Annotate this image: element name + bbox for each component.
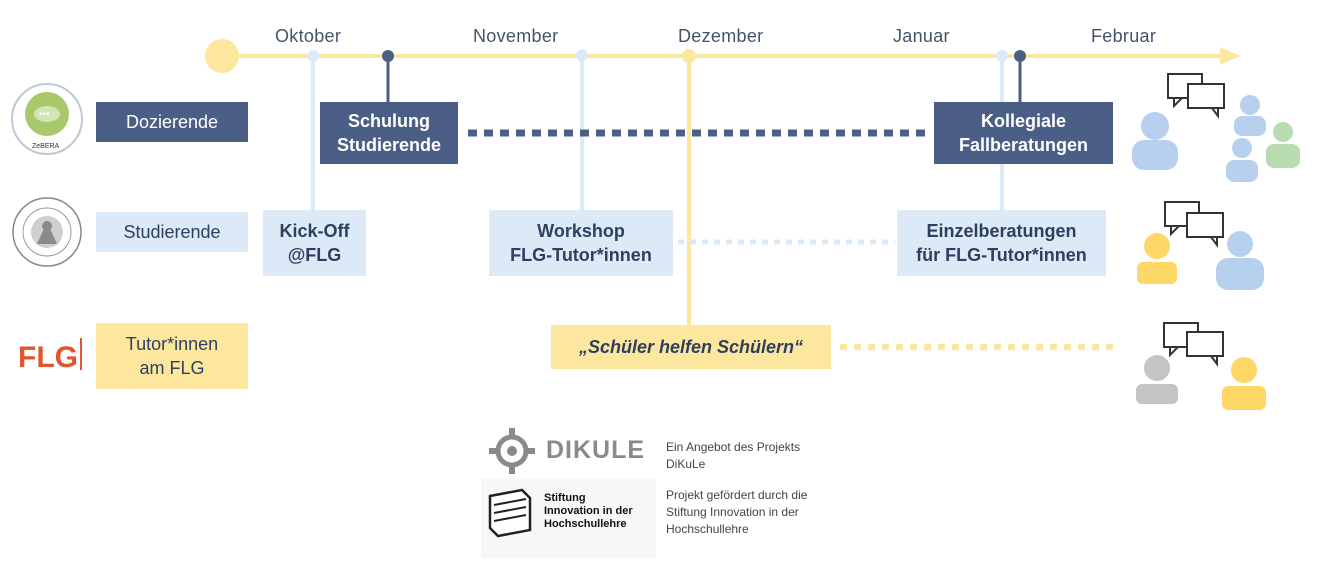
event-kickoff: Kick-Off @FLG [263, 210, 366, 276]
stiftung-description-line1: Projekt gefördert durch die [666, 488, 808, 502]
row-label-tutorinnen-line1: Tutor*innen [125, 334, 219, 354]
person-icon-gray [1136, 355, 1178, 404]
event-schulung-line2: Studierende [336, 135, 442, 155]
flg-logo: FLG [18, 338, 82, 374]
event-kollegiale-fallberatungen: Kollegiale Fallberatungen [934, 102, 1113, 164]
marker-einzel [996, 50, 1008, 62]
event-schueler-text: „Schüler helfen Schülern“ [578, 337, 804, 357]
marker-kollegiale [1014, 50, 1026, 62]
dikule-description-line2: DiKuLe [666, 457, 706, 471]
person-icon-blue-large [1132, 112, 1178, 170]
event-einzelberatungen: Einzelberatungen für FLG-Tutor*innen [897, 210, 1106, 276]
month-dezember: Dezember [678, 26, 764, 46]
person-icon-yellow-row3 [1222, 357, 1266, 410]
stiftung-logo-text: Stiftung Innovation in der Hochschullehr… [544, 492, 633, 531]
dikule-logo-text: DIKULE [546, 436, 646, 464]
stiftung-description-line2: Stiftung Innovation in der [666, 505, 799, 519]
month-oktober: Oktober [275, 26, 342, 46]
dikule-gear-icon [489, 428, 535, 474]
timeline-arrowhead [1220, 47, 1240, 65]
event-kickoff-line2: @FLG [287, 245, 342, 265]
svg-text:FLG: FLG [18, 341, 78, 374]
marker-schulung [382, 50, 394, 62]
chat-bubbles-icon-3 [1163, 322, 1224, 367]
month-februar: Februar [1091, 26, 1157, 46]
event-kickoff-line1: Kick-Off [279, 221, 350, 241]
chat-bubbles-icon-2 [1164, 201, 1224, 248]
event-workshop-line2: FLG-Tutor*innen [510, 245, 652, 265]
person-icon-green [1266, 122, 1300, 168]
chat-bubbles-icon [1167, 73, 1225, 119]
stiftung-description-line3: Hochschullehre [666, 522, 749, 536]
month-januar: Januar [893, 26, 950, 46]
person-icon-blue-small [1234, 95, 1266, 136]
timeline-start-dot [205, 39, 239, 73]
row-label-studierende: Studierende [96, 212, 248, 252]
stiftung-logo-line1: Stiftung [544, 492, 586, 504]
event-schueler-helfen-schuelern: „Schüler helfen Schülern“ [551, 325, 831, 369]
event-einzel-line1: Einzelberatungen [926, 221, 1077, 241]
person-icon-yellow [1137, 233, 1177, 284]
marker-kickoff [307, 50, 319, 62]
event-workshop: Workshop FLG-Tutor*innen [489, 210, 673, 276]
marker-schueler [682, 49, 696, 63]
marker-workshop [576, 49, 588, 61]
event-schulung-line1: Schulung [348, 111, 430, 131]
event-kollegiale-line1: Kollegiale [980, 111, 1067, 131]
event-schulung: Schulung Studierende [320, 102, 458, 164]
event-einzel-line2: für FLG-Tutor*innen [916, 245, 1087, 265]
dikule-description-line1: Ein Angebot des Projekts [666, 440, 801, 454]
row-label-studierende-text: Studierende [123, 222, 221, 242]
person-icon-blue-row2 [1216, 231, 1264, 290]
row-label-dozierende: Dozierende [96, 102, 248, 142]
row-label-tutorinnen: Tutor*innen am FLG [96, 323, 248, 389]
row-label-tutorinnen-line2: am FLG [139, 358, 205, 378]
stiftung-logo-line2: Innovation in der [544, 505, 633, 517]
person-icon-blue-small-2 [1226, 138, 1258, 182]
month-november: November [473, 26, 559, 46]
svg-text:ZeBERA: ZeBERA [32, 143, 60, 150]
svg-text:•••: ••• [39, 109, 50, 120]
stiftung-description: Projekt gefördert durch die Stiftung Inn… [666, 487, 807, 538]
stiftung-logo-line3: Hochschullehre [544, 518, 627, 530]
event-kollegiale-line2: Fallberatungen [958, 135, 1088, 155]
stiftung-logo-icon [481, 478, 656, 558]
university-seal [12, 197, 82, 267]
dikule-description: Ein Angebot des Projekts DiKuLe [666, 439, 800, 473]
zebera-logo: ••• ZeBERA [11, 83, 83, 155]
row-label-dozierende-text: Dozierende [125, 112, 219, 132]
event-workshop-line1: Workshop [537, 221, 625, 241]
